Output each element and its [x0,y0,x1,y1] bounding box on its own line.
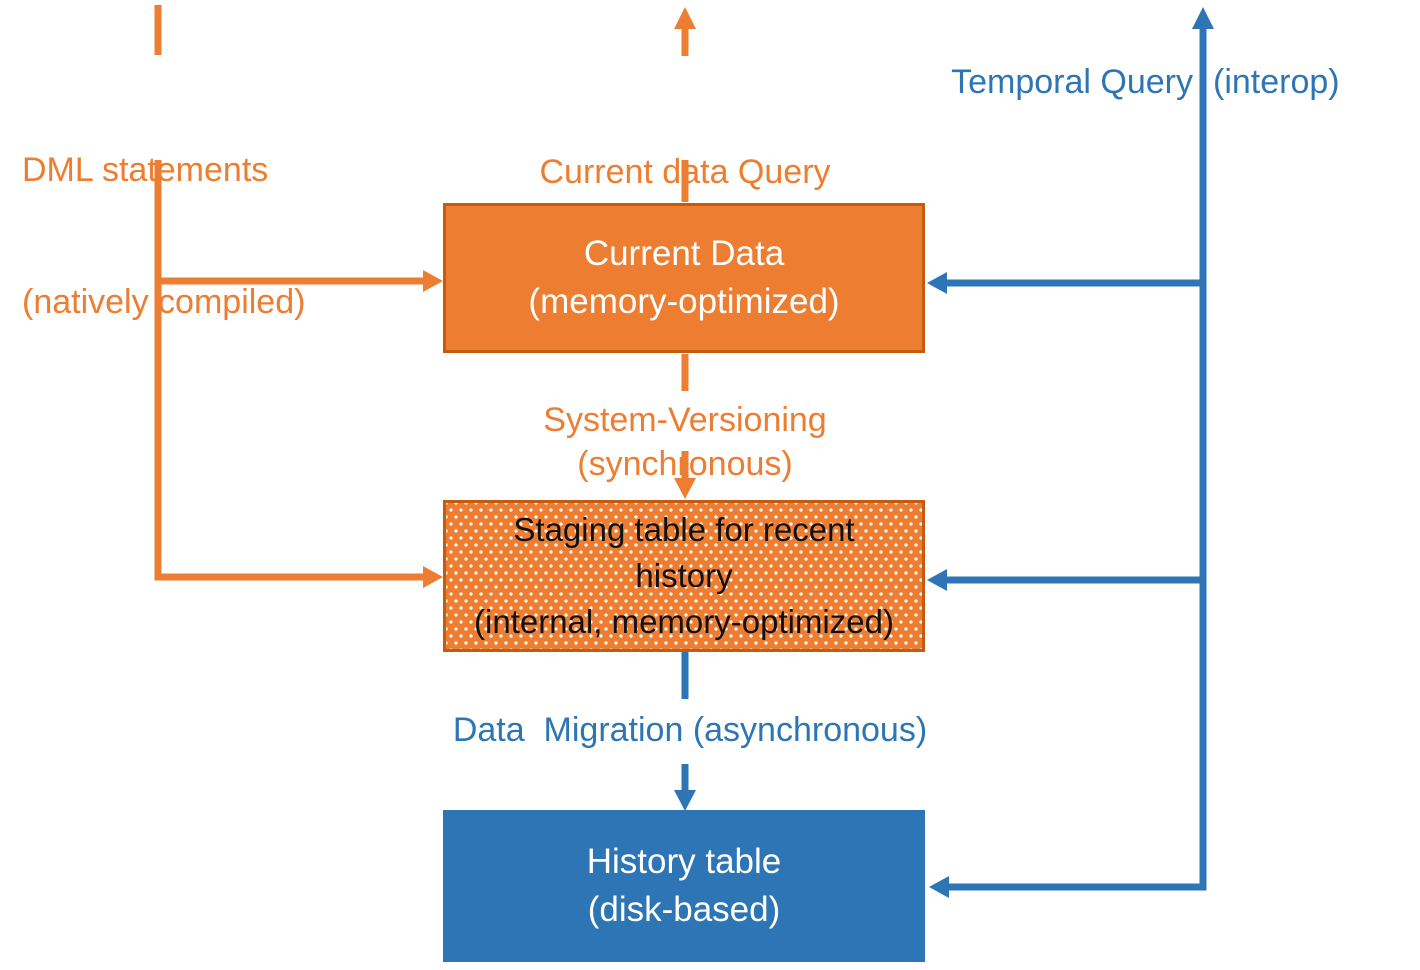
label-temporal-query-left: Temporal Query [951,63,1193,101]
node-staging-table: Staging table for recent history (intern… [443,500,925,652]
node-staging-line1: Staging table for recent [513,511,855,548]
label-dml-statements: DML statements (natively compiled) [22,60,402,412]
node-current-data-line1: Current Data [583,234,785,273]
arrowhead-dml-to-staging-icon [423,566,443,588]
arrowhead-migration-down-icon [674,790,696,811]
node-current-data-line2: (memory-optimized) [528,282,840,321]
arrowhead-dml-to-current-data-icon [423,270,443,292]
arrowhead-current-query-up-icon [674,7,696,29]
node-history-table: History table (disk-based) [443,810,925,962]
node-current-data: Current Data (memory-optimized) [443,203,925,353]
arrowhead-sysver-down-icon [674,478,696,499]
edge-dml-to-staging [154,160,424,581]
node-staging-line3: (internal, memory-optimized) [474,603,894,640]
arrowhead-temporal-to-staging-icon [927,569,947,591]
arrowhead-temporal-to-current-icon [927,272,947,294]
label-dml-line2: (natively compiled) [22,283,306,321]
label-current-query-line1: Current data Query [539,153,831,191]
label-dml-line1: DML statements [22,151,269,189]
label-data-migration: Data Migration (asynchronous) [452,711,928,749]
node-staging-line2: history [635,557,733,594]
label-temporal-query-right: (interop) [1213,63,1340,101]
label-system-versioning: System-Versioning (synchronous) [543,401,837,483]
node-history-line1: History table [586,842,782,881]
edge-temporal-query-trunk [948,28,1207,891]
arrowhead-temporal-up-icon [1192,7,1214,29]
arrowhead-temporal-to-history-icon [929,876,949,898]
node-history-line2: (disk-based) [587,890,781,929]
